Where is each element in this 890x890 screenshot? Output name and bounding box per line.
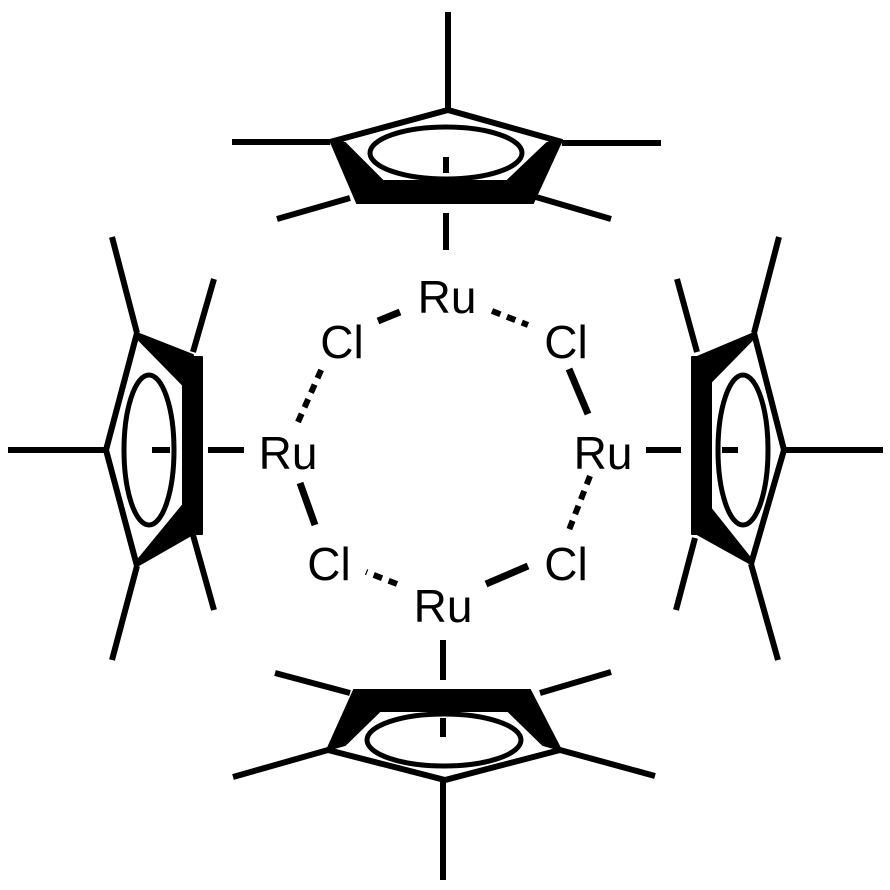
atom-cl-bottom-right: Cl (544, 538, 587, 590)
atom-ru-top: Ru (418, 271, 477, 323)
atom-ru-right: Ru (574, 427, 633, 479)
cp-star-top (232, 12, 661, 250)
atom-cl-bottom-left: Cl (307, 538, 350, 590)
cp-star-bottom (232, 640, 656, 880)
atom-cl-top-left: Cl (320, 316, 363, 368)
cp-star-left (8, 236, 244, 661)
atom-ru-left: Ru (259, 427, 318, 479)
atom-cl-top-right: Cl (544, 316, 587, 368)
ru-cl-ring-bonds (295, 308, 593, 588)
atom-ru-bottom: Ru (414, 580, 473, 632)
cp-star-right (646, 236, 883, 661)
